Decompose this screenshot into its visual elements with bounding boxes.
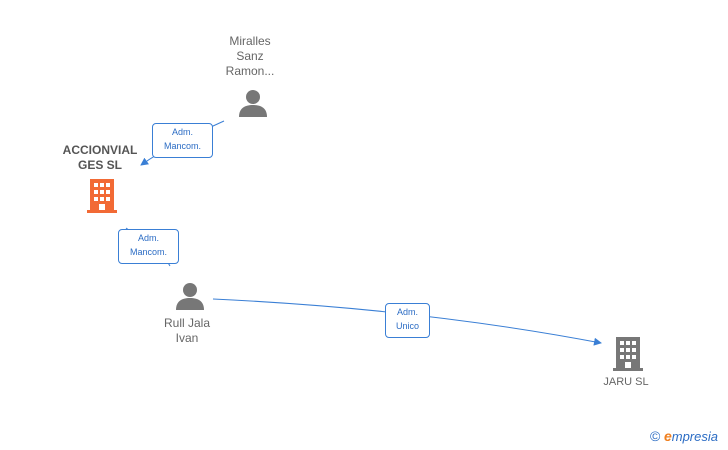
building-icon[interactable] (85, 177, 119, 213)
node-label-line: GES SL (77, 158, 122, 172)
edge-label-miralles-accionvial[interactable]: Adm. Mancom. (152, 123, 213, 158)
person-icon[interactable] (238, 88, 268, 118)
edge-label-line: Adm. (396, 307, 418, 317)
node-label-line: Rull Jala (163, 316, 211, 330)
node-label-line: ACCIONVIAL (62, 143, 138, 157)
building-icon[interactable] (612, 335, 644, 371)
empresia-logo: © empresia (650, 428, 718, 444)
brand-e: e (663, 428, 672, 444)
copyright-symbol: © (650, 428, 661, 444)
brand-name: mpresia (671, 429, 718, 444)
node-label-line: JARU SL (603, 376, 649, 388)
person-icon[interactable] (175, 281, 205, 311)
edge-label-line: Mancom. (163, 141, 201, 151)
edge-label-line: Adm. (137, 233, 159, 243)
edge-label-line: Mancom. (129, 247, 167, 257)
node-label-miralles[interactable]: Miralles Sanz Ramon... (210, 34, 290, 79)
edge-label-rull-accionvial[interactable]: Adm. Mancom. (118, 229, 179, 264)
node-label-line: Ramon... (225, 64, 275, 78)
node-label-accionvial[interactable]: ACCIONVIAL GES SL (52, 143, 148, 173)
edge-label-rull-jaru[interactable]: Adm. Unico (385, 303, 430, 338)
node-label-line: Sanz (236, 49, 264, 63)
node-label-line: Ivan (175, 331, 199, 345)
node-label-rull[interactable]: Rull Jala Ivan (147, 316, 227, 346)
node-label-line: Miralles (229, 34, 271, 48)
edge-label-line: Unico (395, 321, 419, 331)
edge-label-line: Adm. (171, 127, 193, 137)
node-label-jaru[interactable]: JARU SL (586, 375, 666, 390)
